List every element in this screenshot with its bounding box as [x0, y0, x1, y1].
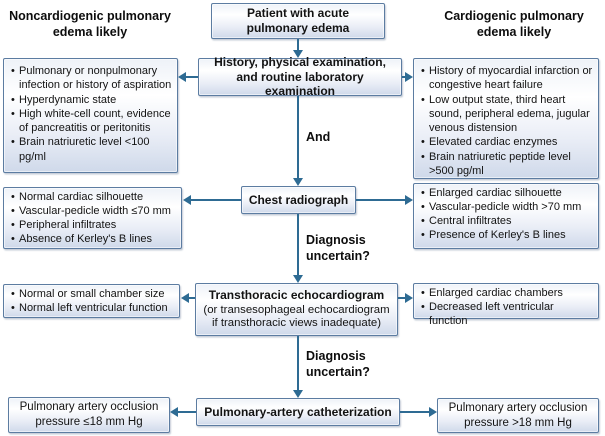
header-cardiogenic: Cardiogenic pulmonary edema likely — [444, 9, 584, 40]
box-history-physical-exam: History, physical examination, and routi… — [198, 55, 402, 99]
arrowhead-down — [293, 390, 303, 398]
arrow-line — [356, 199, 406, 201]
box-noncardiogenic-echo-findings: Normal or small chamber size Normal left… — [3, 284, 180, 318]
list-item: Normal cardiac silhouette — [10, 191, 177, 205]
arrowhead-right — [429, 407, 437, 417]
list-item: Absence of Kerley's B lines — [10, 233, 177, 247]
box-noncardiogenic-radiograph-findings: Normal cardiac silhouette Vascular-pedic… — [3, 187, 182, 249]
list-item: Pulmonary or nonpulmonary infection or h… — [10, 64, 173, 93]
arrow-line — [189, 199, 241, 201]
arrow-line — [297, 214, 299, 276]
arrowhead-down — [293, 50, 303, 58]
arrow-line — [184, 76, 198, 78]
list-item: Decreased left ventricular function — [420, 301, 594, 329]
box-cath-label: Pulmonary-artery catheterization — [204, 404, 392, 419]
arrowhead-left — [178, 72, 186, 82]
list-item: High white-cell count, evidence of pancr… — [10, 107, 173, 136]
list-item: Vascular-pedicle width >70 mm — [420, 201, 594, 215]
list-item: Presence of Kerley's B lines — [420, 229, 594, 243]
arrow-line — [188, 297, 195, 299]
list-item: Central infiltrates — [420, 215, 594, 229]
arrow-line — [297, 336, 299, 391]
box-cardiogenic-history-findings: History of myocardial infarction or cong… — [413, 58, 599, 179]
arrowhead-left — [170, 407, 178, 417]
box-cardiogenic-radiograph-findings: Enlarged cardiac silhouette Vascular-ped… — [413, 183, 599, 249]
arrowhead-left — [181, 293, 189, 303]
arrow-line — [177, 411, 196, 413]
box-cardiogenic-catheter-finding: Pulmonary artery occlusion pressure >18 … — [437, 398, 599, 433]
box-patient-acute-pulmonary-edema: Patient with acute pulmonary edema — [211, 3, 385, 39]
box-patient-label: Patient with acute pulmonary edema — [246, 6, 350, 35]
list-item: Hyperdynamic state — [10, 93, 173, 108]
label-and: And — [306, 130, 331, 144]
header-noncardiogenic: Noncardiogenic pulmonary edema likely — [9, 9, 171, 40]
arrowhead-down — [293, 178, 303, 186]
list-item: Brain natriuretic peptide level >500 pg/… — [420, 150, 594, 179]
list-item: Brain natriuretic level <100 pg/ml — [10, 135, 173, 164]
list-item: Normal left ventricular function — [10, 302, 175, 316]
arrow-line — [402, 76, 406, 78]
box-echo-title: Transthoracic echocardiogram — [208, 288, 385, 303]
arrow-line — [297, 96, 299, 180]
arrowhead-right — [405, 293, 413, 303]
label-diagnosis-uncertain-1: Diagnosis uncertain? — [306, 233, 370, 263]
arrow-line — [400, 411, 430, 413]
box-echo-subtitle: (or transesophageal echocardiogram if tr… — [203, 303, 390, 330]
list-item: Vascular-pedicle width ≤70 mm — [10, 205, 177, 219]
catheter-finding-label: Pulmonary artery occlusion pressure >18 … — [448, 401, 588, 429]
box-transthoracic-echocardiogram: Transthoracic echocardiogram (or transes… — [195, 283, 398, 336]
list-item: History of myocardial infarction or cong… — [420, 64, 594, 93]
box-chest-radiograph: Chest radiograph — [241, 186, 356, 214]
list-item: Elevated cardiac enzymes — [420, 135, 594, 150]
list-item: Peripheral infiltrates — [10, 219, 177, 233]
catheter-finding-label: Pulmonary artery occlusion pressure ≤18 … — [19, 401, 159, 428]
arrowhead-right — [405, 72, 413, 82]
label-diagnosis-uncertain-2: Diagnosis uncertain? — [306, 349, 370, 379]
arrowhead-right — [405, 195, 413, 205]
list-item: Low output state, third heart sound, per… — [420, 93, 594, 136]
list-item: Enlarged cardiac silhouette — [420, 187, 594, 201]
arrowhead-left — [183, 195, 191, 205]
arrow-line — [297, 39, 299, 52]
box-chest-radiograph-label: Chest radiograph — [248, 192, 349, 207]
box-pulmonary-artery-catheterization: Pulmonary-artery catheterization — [196, 398, 400, 426]
box-noncardiogenic-history-findings: Pulmonary or nonpulmonary infection or h… — [3, 58, 178, 173]
box-cardiogenic-echo-findings: Enlarged cardiac chambers Decreased left… — [413, 283, 599, 327]
arrowhead-down — [293, 275, 303, 283]
box-noncardiogenic-catheter-finding: Pulmonary artery occlusion pressure ≤18 … — [8, 397, 170, 433]
list-item: Normal or small chamber size — [10, 288, 175, 302]
arrow-line — [398, 297, 406, 299]
list-item: Enlarged cardiac chambers — [420, 287, 594, 301]
box-history-label: History, physical examination, and routi… — [214, 55, 386, 99]
